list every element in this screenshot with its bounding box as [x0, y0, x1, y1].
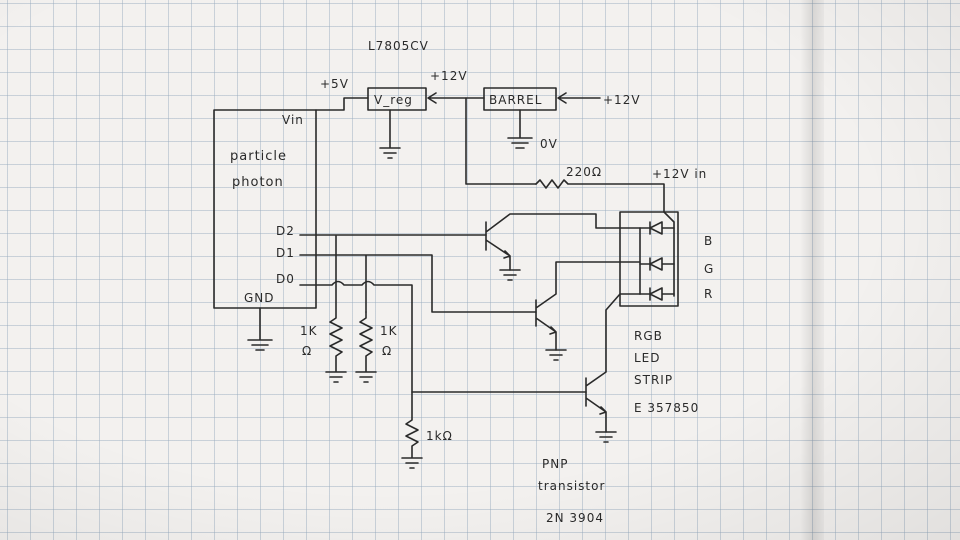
- label-photon: photon: [232, 175, 284, 190]
- label-zero-v: 0V: [540, 137, 558, 151]
- resistor-1k-b: [355, 311, 377, 383]
- label-d2: D2: [276, 224, 295, 238]
- notebook-fold: [800, 0, 824, 540]
- label-transistor: transistor: [538, 479, 605, 493]
- wire-barrel-to-regulator: [427, 92, 485, 104]
- microcontroller-box: [213, 109, 317, 309]
- label-220-ohm: 220Ω: [566, 165, 602, 179]
- label-1k-c: 1kΩ: [426, 429, 453, 443]
- wire-gnd: [247, 307, 273, 351]
- wire-12v-bus: [465, 97, 537, 185]
- wire-d0: [299, 280, 587, 393]
- regulator-ground: [379, 109, 401, 159]
- label-plus12v-top: +12V: [430, 69, 468, 83]
- label-rgb: RGB: [634, 329, 663, 343]
- transistor-green: [535, 261, 641, 351]
- label-gnd: GND: [244, 291, 275, 305]
- led-green-diode: [639, 257, 675, 271]
- label-red: R: [704, 287, 713, 301]
- ground-blue: [499, 269, 521, 281]
- led-strip-box: [619, 211, 679, 307]
- label-barrel: BARREL: [489, 93, 542, 107]
- label-pnp: PNP: [542, 457, 568, 471]
- label-particle: particle: [230, 149, 287, 164]
- label-transistor-part: 2N 3904: [546, 511, 604, 525]
- label-1k-b-bottom: Ω: [382, 344, 392, 358]
- resistor-1k-a: [325, 254, 347, 383]
- label-plus5v: +5V: [320, 77, 349, 91]
- label-blue: B: [704, 234, 713, 248]
- transistor-blue: [485, 213, 641, 271]
- resistor-220: [535, 179, 665, 213]
- label-strip: STRIP: [634, 373, 673, 387]
- label-vin: Vin: [282, 113, 304, 127]
- voltage-regulator-box: [367, 87, 427, 111]
- transistor-red: [585, 293, 641, 433]
- wire-12v-input: [557, 92, 601, 104]
- regulator-part-label: L7805CV: [368, 39, 429, 53]
- led-red-diode: [639, 287, 675, 301]
- label-strip-part: E 357850: [634, 401, 699, 415]
- ground-green: [545, 349, 567, 361]
- label-1k-b-top: 1K: [380, 324, 398, 338]
- barrel-ground: [507, 109, 533, 149]
- resistor-1k-c: [401, 391, 423, 469]
- label-1k-a-top: 1K: [300, 324, 318, 338]
- ground-red: [595, 431, 617, 443]
- led-common-anode: [663, 211, 675, 297]
- label-vreg: V_reg: [374, 93, 413, 107]
- label-led: LED: [634, 351, 661, 365]
- led-blue-diode: [639, 221, 675, 235]
- wire-vin-to-regulator: [315, 97, 369, 111]
- label-d1: D1: [276, 246, 295, 260]
- label-plus12v-input: +12V: [603, 93, 641, 107]
- label-green: G: [704, 262, 714, 276]
- label-led-supply: +12V in: [652, 167, 707, 181]
- label-1k-a-bottom: Ω: [302, 344, 312, 358]
- label-d0: D0: [276, 272, 295, 286]
